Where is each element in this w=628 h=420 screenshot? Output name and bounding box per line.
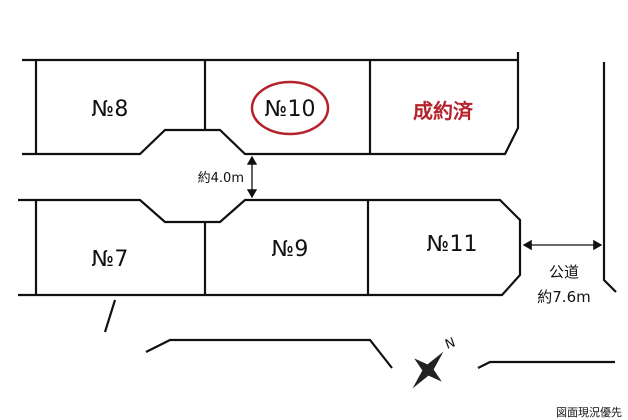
lot-label-no11: №11 xyxy=(427,232,478,257)
compass-north-icon xyxy=(412,351,444,389)
public-road-edge xyxy=(602,62,617,293)
public-road-width-label: 約7.6m xyxy=(537,288,590,306)
top-row-outline xyxy=(22,52,520,156)
private-road-width-label: 約4.0m xyxy=(198,171,244,186)
sold-label: 成約済 xyxy=(413,99,474,123)
bottom-row-outline xyxy=(18,198,522,333)
lot-label-no8: №8 xyxy=(92,97,129,122)
drawing-note: 図面現況優先 xyxy=(556,405,622,419)
highlight-circle-no10 xyxy=(250,80,330,136)
lot-label-no9: №9 xyxy=(272,237,309,262)
road-edge-lower-left xyxy=(145,338,393,369)
lot-label-no7: №7 xyxy=(92,247,129,272)
road-edge-lower-right xyxy=(477,360,615,369)
public-road-label: 公道 xyxy=(549,263,579,281)
lot-label-no10: №10 xyxy=(265,97,316,122)
compass-north-label: N xyxy=(443,335,457,352)
